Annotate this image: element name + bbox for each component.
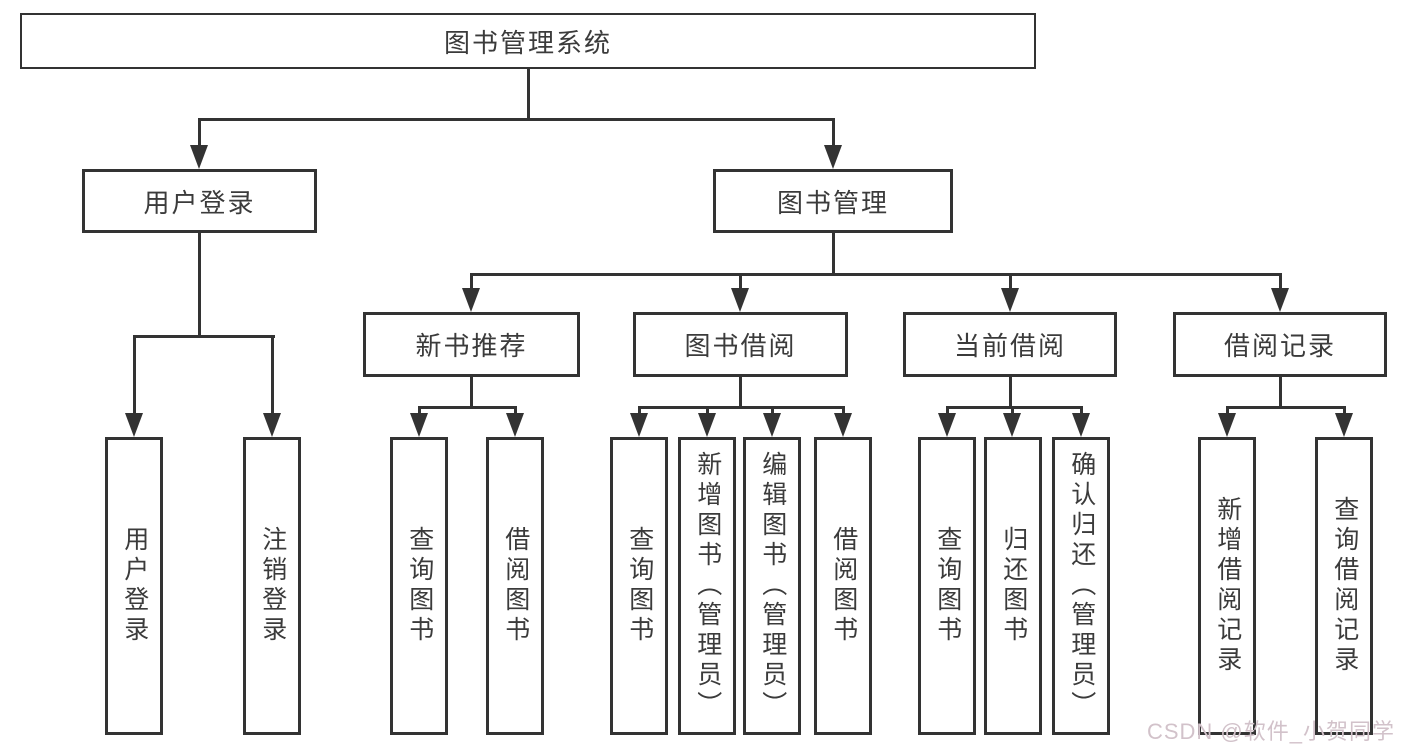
arrow-down-icon <box>698 413 716 437</box>
connector-line <box>1343 406 1346 416</box>
leaf-user-login: 用户登录 <box>105 437 163 735</box>
node-new-book-recommendation: 新书推荐 <box>363 312 580 377</box>
connector-line <box>1009 377 1012 406</box>
arrow-down-icon <box>506 413 524 437</box>
connector-line <box>527 69 530 118</box>
leaf-label: 借阅图书 <box>829 526 858 646</box>
leaf-label: 新增图书（管理员） <box>693 451 722 721</box>
leaf-query-books: 查询图书 <box>390 437 448 735</box>
connector-line <box>198 118 201 148</box>
connector-line <box>1226 406 1346 409</box>
leaf-return-books: 归还图书 <box>984 437 1042 735</box>
connector-line <box>832 233 835 273</box>
connector-line <box>706 406 709 416</box>
leaf-label: 查询借阅记录 <box>1330 496 1359 676</box>
connector-line <box>271 335 274 415</box>
connector-line <box>638 406 641 416</box>
leaf-label: 归还图书 <box>999 526 1028 646</box>
connector-line <box>1279 377 1282 406</box>
connector-line <box>842 406 845 416</box>
connector-line <box>1080 406 1083 416</box>
arrow-down-icon <box>190 145 208 169</box>
arrow-down-icon <box>1335 413 1353 437</box>
connector-line <box>1226 406 1229 416</box>
connector-line <box>946 406 949 416</box>
connector-line <box>133 335 275 338</box>
leaf-label: 查询图书 <box>625 526 654 646</box>
connector-line <box>739 377 742 406</box>
leaf-label: 新增借阅记录 <box>1213 496 1242 676</box>
leaf-add-borrow-record: 新增借阅记录 <box>1198 437 1256 735</box>
arrow-down-icon <box>1003 413 1021 437</box>
connector-line <box>470 377 473 406</box>
node-borrowing-records: 借阅记录 <box>1173 312 1387 377</box>
arrow-down-icon <box>824 145 842 169</box>
leaf-label: 用户登录 <box>120 526 149 646</box>
arrow-down-icon <box>410 413 428 437</box>
node-current-borrowing: 当前借阅 <box>903 312 1117 377</box>
connector-line <box>418 406 517 409</box>
leaf-borrow-books: 借阅图书 <box>486 437 544 735</box>
node-user-login: 用户登录 <box>82 169 317 233</box>
leaf-label: 查询图书 <box>933 526 962 646</box>
arrow-down-icon <box>630 413 648 437</box>
connector-line <box>418 406 421 416</box>
connector-line <box>1009 273 1012 290</box>
leaf-label: 编辑图书（管理员） <box>758 451 787 721</box>
arrow-down-icon <box>263 413 281 437</box>
leaf-query-books-2: 查询图书 <box>610 437 668 735</box>
connector-line <box>739 273 742 290</box>
node-book-management: 图书管理 <box>713 169 953 233</box>
connector-line <box>133 335 136 415</box>
watermark-text: CSDN @软件_小贺同学 <box>1146 719 1395 744</box>
arrow-down-icon <box>1271 288 1289 312</box>
connector-line <box>470 273 473 290</box>
leaf-query-borrow-record: 查询借阅记录 <box>1315 437 1373 735</box>
arrow-down-icon <box>1218 413 1236 437</box>
node-library-management-system: 图书管理系统 <box>20 13 1036 69</box>
connector-line <box>1011 406 1014 416</box>
arrow-down-icon <box>763 413 781 437</box>
leaf-label: 查询图书 <box>405 526 434 646</box>
leaf-label: 确认归还（管理员） <box>1067 451 1096 721</box>
arrow-down-icon <box>462 288 480 312</box>
leaf-label: 注销登录 <box>258 526 287 646</box>
arrow-down-icon <box>938 413 956 437</box>
leaf-edit-book-admin: 编辑图书（管理员） <box>743 437 801 735</box>
leaf-confirm-return-admin: 确认归还（管理员） <box>1052 437 1110 735</box>
connector-line <box>946 406 1083 409</box>
connector-line <box>771 406 774 416</box>
connector-line <box>1279 273 1282 290</box>
arrow-down-icon <box>1001 288 1019 312</box>
arrow-down-icon <box>731 288 749 312</box>
connector-line <box>514 406 517 416</box>
connector-line <box>638 406 845 409</box>
arrow-down-icon <box>834 413 852 437</box>
arrow-down-icon <box>1072 413 1090 437</box>
connector-line <box>198 233 201 335</box>
leaf-label: 借阅图书 <box>501 526 530 646</box>
leaf-logout: 注销登录 <box>243 437 301 735</box>
leaf-query-books-3: 查询图书 <box>918 437 976 735</box>
leaf-add-book-admin: 新增图书（管理员） <box>678 437 736 735</box>
arrow-down-icon <box>125 413 143 437</box>
connector-line <box>832 118 835 148</box>
leaf-borrow-books-2: 借阅图书 <box>814 437 872 735</box>
connector-line <box>198 118 835 121</box>
connector-line <box>470 273 1282 276</box>
node-book-borrowing: 图书借阅 <box>633 312 848 377</box>
